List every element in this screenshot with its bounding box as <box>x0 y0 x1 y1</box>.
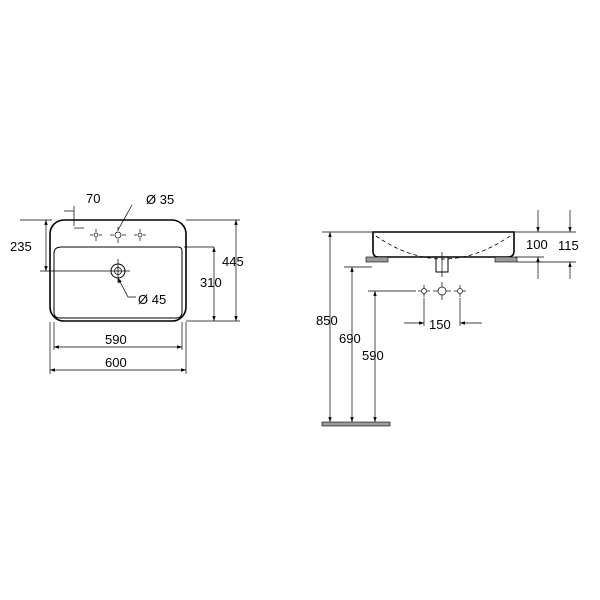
dim-overall-width: 600 <box>105 355 127 370</box>
dim-back-to-bowl: 235 <box>10 239 32 254</box>
dim-basin-height-inner: 100 <box>526 237 548 252</box>
waste-outlet <box>106 259 130 283</box>
dim-overall-depth: 445 <box>222 254 244 269</box>
dim-bowl-depth: 310 <box>200 275 222 290</box>
bowl-hidden-line <box>375 235 511 260</box>
basin-outline <box>49 219 187 322</box>
tap-hole-right <box>134 229 146 241</box>
side-view: 150 850 690 590 100 115 <box>316 210 579 427</box>
bowl-outline <box>53 246 183 319</box>
mount-pad-left <box>365 256 389 263</box>
tap-hole-center <box>110 227 126 243</box>
basin-side-profile <box>372 231 515 258</box>
plan-view: 70 Ø 35 Ø 45 235 445 310 590 600 <box>10 191 244 374</box>
supply-connections <box>418 282 466 326</box>
tap-hole-left <box>90 229 102 241</box>
dim-height-supply: 690 <box>339 331 361 346</box>
tap-holes <box>90 227 146 243</box>
dim-height-waste: 590 <box>362 348 384 363</box>
floor-block <box>321 421 391 427</box>
dim-tap-offset: 70 <box>86 191 100 206</box>
dim-height-total: 850 <box>316 313 338 328</box>
mount-pad-right <box>494 256 518 263</box>
dim-bowl-width: 590 <box>105 332 127 347</box>
dim-supply-spacing: 150 <box>429 317 451 332</box>
dim-waste-diameter: Ø 45 <box>138 292 166 307</box>
dim-basin-height-outer: 115 <box>558 238 579 253</box>
dim-tap-diameter: Ø 35 <box>146 192 174 207</box>
